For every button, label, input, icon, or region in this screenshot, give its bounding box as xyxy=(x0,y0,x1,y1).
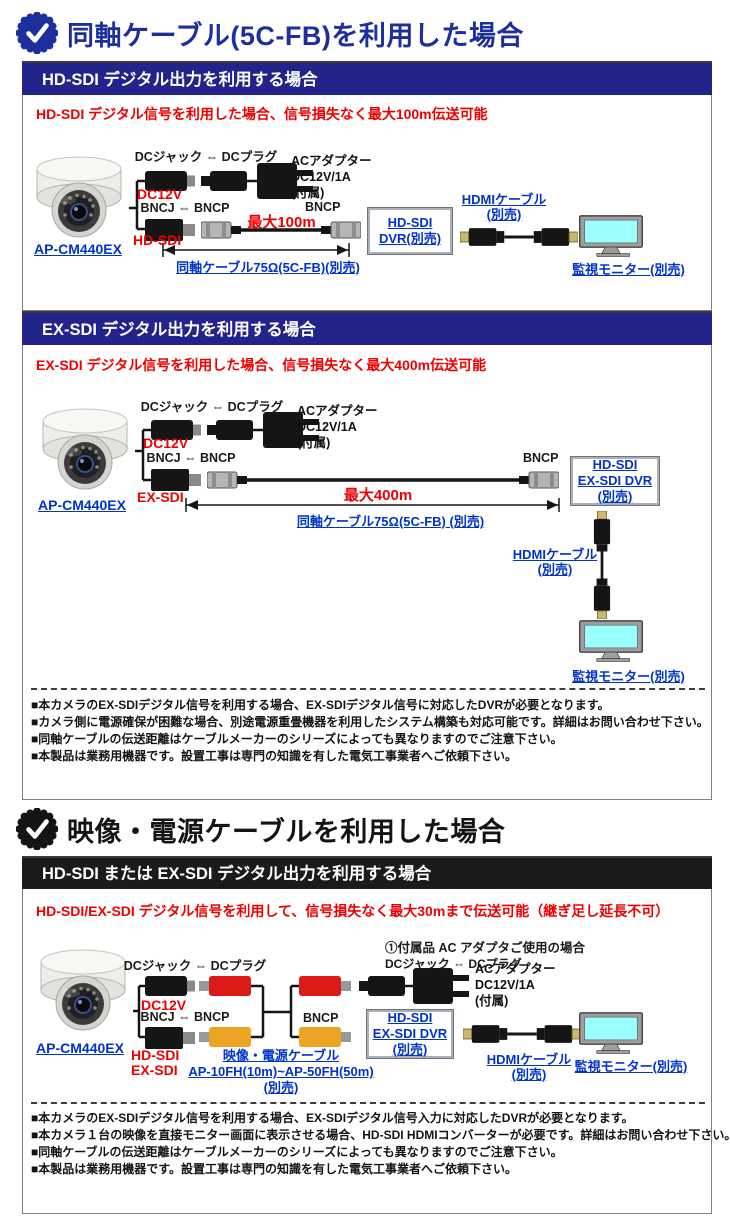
hdsdi-signal-label: HD-SDI xyxy=(133,232,182,248)
bnc-pair-label: BNCJ ⇔ BNCP xyxy=(140,201,230,215)
dome-camera-illustration xyxy=(40,949,126,1031)
note-line: ■本製品は業務用機器です。設置工事は専門の知識を有した電気工事業者へご依頼下さい… xyxy=(31,749,518,763)
exsdi-wiring-layer xyxy=(42,408,643,663)
coax-cable-link[interactable]: 同軸ケーブル75Ω(5C-FB) (別売) xyxy=(296,514,485,529)
max-distance-label: 最大100m xyxy=(247,214,316,231)
notes-divider xyxy=(31,688,705,690)
exsdi-notes: ■本カメラのEX-SDIデジタル信号を利用する場合、EX-SDIデジタル信号に対… xyxy=(31,697,709,765)
exsdi-bar-title: EX-SDI デジタル出力を利用する場合 xyxy=(22,311,712,345)
dc-jack-icon xyxy=(145,976,195,996)
dvr-box[interactable]: HD-SDI EX-SDI DVR (別売) xyxy=(570,456,660,506)
avpower-bar-title: HD-SDI または EX-SDI デジタル出力を利用する場合 xyxy=(22,856,712,889)
hdmi-cable-link[interactable]: HDMIケーブル (別売) xyxy=(486,1052,572,1082)
note-line: ■同軸ケーブルの伝送距離はケーブルメーカーのシリーズによっても異なりますのでご注… xyxy=(31,732,563,746)
camera-branch-wire xyxy=(129,179,145,231)
note-line: ■本カメラのEX-SDIデジタル信号を利用する場合、EX-SDIデジタル信号に対… xyxy=(31,698,610,712)
monitor-icon xyxy=(579,215,643,258)
note-line: ■本カメラのEX-SDIデジタル信号を利用する場合、EX-SDIデジタル信号入力… xyxy=(31,1111,634,1125)
dc-plug-icon xyxy=(207,420,253,440)
monitor-link[interactable]: 監視モニター(別売) xyxy=(574,1059,688,1074)
hdmi-cable-icon xyxy=(460,226,578,248)
dc-pair-label: DCジャック ⇔ DCプラグ xyxy=(140,400,284,414)
avpower-wiring-layer xyxy=(40,949,643,1055)
section-coax-heading: 同軸ケーブル(5C-FB)を利用した場合 xyxy=(16,12,524,54)
note-line: ■本製品は業務用機器です。設置工事は専門の知識を有した電気工事業者へご依頼下さい… xyxy=(31,1162,518,1176)
video-plug-yellow-icon xyxy=(199,1027,251,1047)
dc-pair-label: DCジャック ⇔ DCプラグ xyxy=(123,959,267,973)
dc-plug-icon xyxy=(359,976,405,996)
dc-plug-red-icon xyxy=(199,976,251,996)
max-distance-label: 最大400m xyxy=(343,487,413,504)
ac-adapter-icon xyxy=(413,968,469,1004)
camera-model-link[interactable]: AP-CM440EX xyxy=(36,1040,124,1056)
hdmi-cable-icon xyxy=(463,1023,581,1045)
note-line: ■同軸ケーブルの伝送距離はケーブルメーカーのシリーズによっても異なりますのでご注… xyxy=(31,1145,563,1159)
ac-adapter-label: ACアダプター DC12V/1A (付属) xyxy=(475,962,556,1008)
bncp-label: BNCP xyxy=(523,451,559,465)
exsdi-diagram: AP-CM440EX DCジャック ⇔ DCプラグ DC12V ACアダプター … xyxy=(23,385,713,688)
hdsdi-red-note: HD-SDI デジタル信号を利用した場合、信号損失なく最大100m伝送可能 xyxy=(36,106,488,122)
hdsdi-bar-title: HD-SDI デジタル出力を利用する場合 xyxy=(22,61,712,95)
bncp-connector-right-icon xyxy=(519,471,559,489)
dc-plug-red-right-icon xyxy=(299,976,351,996)
video-plug-yellow-right-icon xyxy=(299,1027,351,1047)
distance-arrow xyxy=(185,498,560,512)
dc12v-label: DC12V xyxy=(143,435,189,451)
dvr-box[interactable]: HD-SDI DVR(別売) xyxy=(367,207,453,255)
bncp-connector-left-icon xyxy=(207,471,247,489)
camera-branch-wire xyxy=(135,428,151,482)
hdsdi-diagram: AP-CM440EX DCジャック ⇔ DCプラグ DC12V ACアダプター … xyxy=(23,131,713,311)
dc-pair-label: DCジャック ⇔ DCプラグ xyxy=(134,150,278,164)
coax-cable-link[interactable]: 同軸ケーブル75Ω(5C-FB)(別売) xyxy=(176,260,360,275)
camera-model-link[interactable]: AP-CM440EX xyxy=(38,497,126,513)
check-badge-icon xyxy=(16,808,58,850)
dc12v-label: DC12V xyxy=(141,997,187,1013)
avpower-diagram: AP-CM440EX DCジャック ⇔ DCプラグ DC12V ①付属品 AC … xyxy=(23,930,713,1100)
hdsdi-panel: HD-SDI デジタル信号を利用した場合、信号損失なく最大100m伝送可能 xyxy=(22,95,712,311)
signal-labels: HD-SDI EX-SDI xyxy=(131,1047,180,1078)
bncj-connector-icon xyxy=(151,469,201,491)
bncp-label: BNCP xyxy=(303,1011,339,1025)
ac-case-label: ①付属品 AC アダプタご使用の場合 xyxy=(385,941,586,955)
exsdi-red-note: EX-SDI デジタル信号を利用した場合、信号損失なく最大400m伝送可能 xyxy=(36,357,487,373)
bncp-label: BNCP xyxy=(305,200,341,214)
combo-cable-junction xyxy=(251,984,299,1039)
ac-adapter-label: ACアダプター DC12V/1A (付属) xyxy=(291,154,372,200)
avpower-notes: ■本カメラのEX-SDIデジタル信号を利用する場合、EX-SDIデジタル信号入力… xyxy=(31,1110,730,1178)
monitor-link[interactable]: 監視モニター(別売) xyxy=(572,262,685,277)
check-badge-icon xyxy=(16,12,58,54)
dome-camera-illustration xyxy=(36,156,122,238)
note-line: ■本カメラ１台の映像を直接モニター画面に表示させる場合、HD-SDI HDMIコ… xyxy=(31,1128,730,1142)
section-avpower-title: 映像・電源ケーブルを利用した場合 xyxy=(67,816,506,847)
exsdi-signal-label: EX-SDI xyxy=(137,489,184,505)
dc-pair2-label: DCジャック ⇔ DCプラグ xyxy=(385,957,522,971)
hdmi-cable-link[interactable]: HDMIケーブル (別売) xyxy=(512,547,598,577)
avpower-red-note: HD-SDI/EX-SDI デジタル信号を利用して、信号損失なく最大30mまで伝… xyxy=(36,903,670,919)
bnc-pair-label: BNCJ ⇔ BNCP xyxy=(146,451,236,465)
ac-adapter-label: ACアダプター DC12V/1A (付属) xyxy=(297,404,378,450)
dc12v-label: DC12V xyxy=(137,186,183,202)
monitor-icon xyxy=(579,620,643,663)
bnc-pair-label: BNCJ ⇔ BNCP xyxy=(140,1010,230,1024)
hdsdi-wiring-layer xyxy=(36,156,643,258)
dome-camera-illustration xyxy=(42,408,128,490)
note-line: ■カメラ側に電源確保が困難な場合、別途電源重畳機器を利用したシステム構築も対応可… xyxy=(31,715,709,729)
avpower-panel: HD-SDI/EX-SDI デジタル信号を利用して、信号損失なく最大30mまで伝… xyxy=(22,889,730,1214)
camera-branch-wire xyxy=(133,984,145,1039)
section-avpower-heading: 映像・電源ケーブルを利用した場合 xyxy=(16,808,505,850)
video-power-cable-link[interactable]: 映像・電源ケーブル AP-10FH(10m)~AP-50FH(50m) (別売) xyxy=(188,1048,374,1095)
monitor-icon xyxy=(579,1012,643,1055)
section-coax-title: 同軸ケーブル(5C-FB)を利用した場合 xyxy=(67,20,524,51)
dvr-box[interactable]: HD-SDI EX-SDI DVR (別売) xyxy=(366,1009,454,1059)
bncj-connector-icon xyxy=(145,1027,195,1049)
hdmi-cable-link[interactable]: HDMIケーブル (別売) xyxy=(461,192,547,222)
exsdi-panel: EX-SDI デジタル信号を利用した場合、信号損失なく最大400m伝送可能 xyxy=(22,345,712,800)
distance-arrow xyxy=(162,243,350,257)
camera-model-link[interactable]: AP-CM440EX xyxy=(34,241,122,257)
notes-divider xyxy=(31,1102,705,1104)
monitor-link[interactable]: 監視モニター(別売) xyxy=(572,669,685,684)
dc-plug-icon xyxy=(201,171,247,191)
